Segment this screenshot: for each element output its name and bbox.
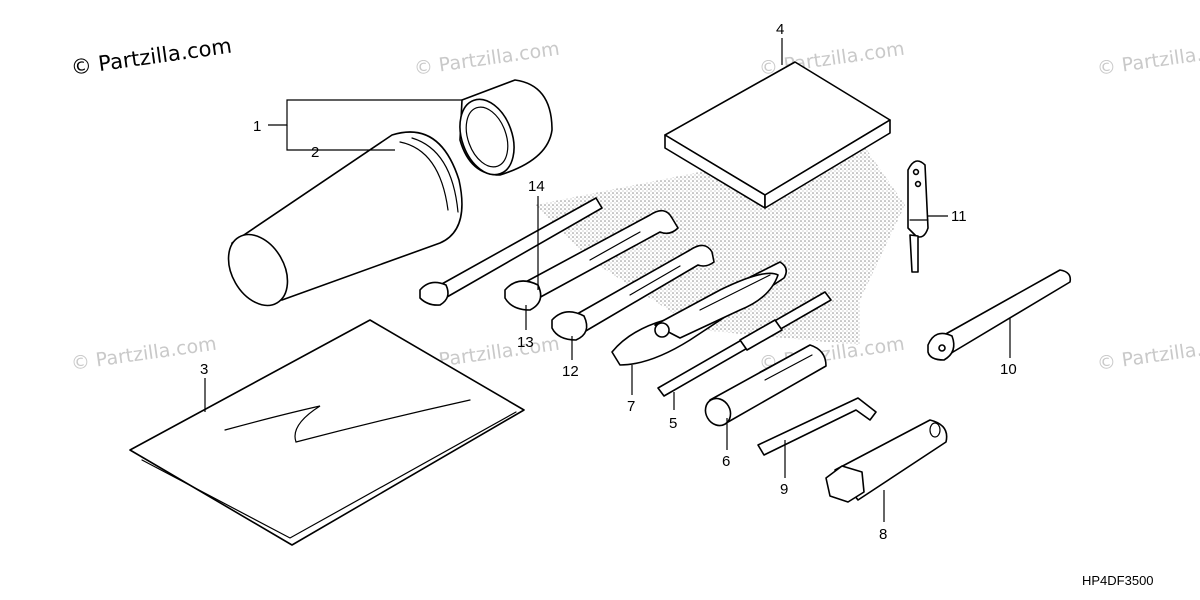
spark-plug-wrench (825, 419, 948, 503)
diagram-code: HP4DF3500 (1082, 573, 1154, 588)
callout-13: 13 (517, 334, 534, 351)
callout-6: 6 (722, 453, 730, 470)
callout-9: 9 (780, 481, 788, 498)
callout-12: 12 (562, 363, 579, 380)
tool-shadow (535, 140, 905, 345)
tool-grip (907, 160, 929, 273)
leader-lines (204, 38, 1011, 522)
callout-10: 10 (1000, 361, 1017, 378)
tool-bag (129, 319, 525, 546)
watermark: © Partzilla.com (70, 333, 218, 375)
hex-key (757, 397, 877, 456)
open-end-wrench-13 (504, 209, 679, 311)
screwdriver (657, 291, 832, 397)
callout-5: 5 (669, 415, 677, 432)
open-end-wrench-12 (551, 244, 715, 341)
watermark: © Partzilla.com (413, 38, 561, 80)
watermark: © Partzilla.com (1096, 38, 1200, 80)
callout-7: 7 (627, 398, 635, 415)
callout-8: 8 (879, 526, 887, 543)
watermark: © Partzilla.com (1096, 333, 1200, 375)
flat-wrench (927, 269, 1072, 361)
callout-11: 11 (951, 208, 967, 225)
callout-2: 2 (311, 144, 319, 161)
long-wrench (419, 197, 603, 306)
tool-case-cap (459, 79, 553, 176)
callout-3: 3 (200, 361, 208, 378)
callout-14: 14 (528, 178, 545, 195)
socket-handle (704, 344, 827, 427)
callout-4: 4 (776, 21, 784, 38)
pliers (611, 261, 788, 366)
owners-manual (664, 61, 891, 209)
tool-case-tube (227, 131, 463, 307)
watermark-main: © Partzilla.com (69, 34, 233, 80)
callout-1: 1 (253, 118, 261, 135)
